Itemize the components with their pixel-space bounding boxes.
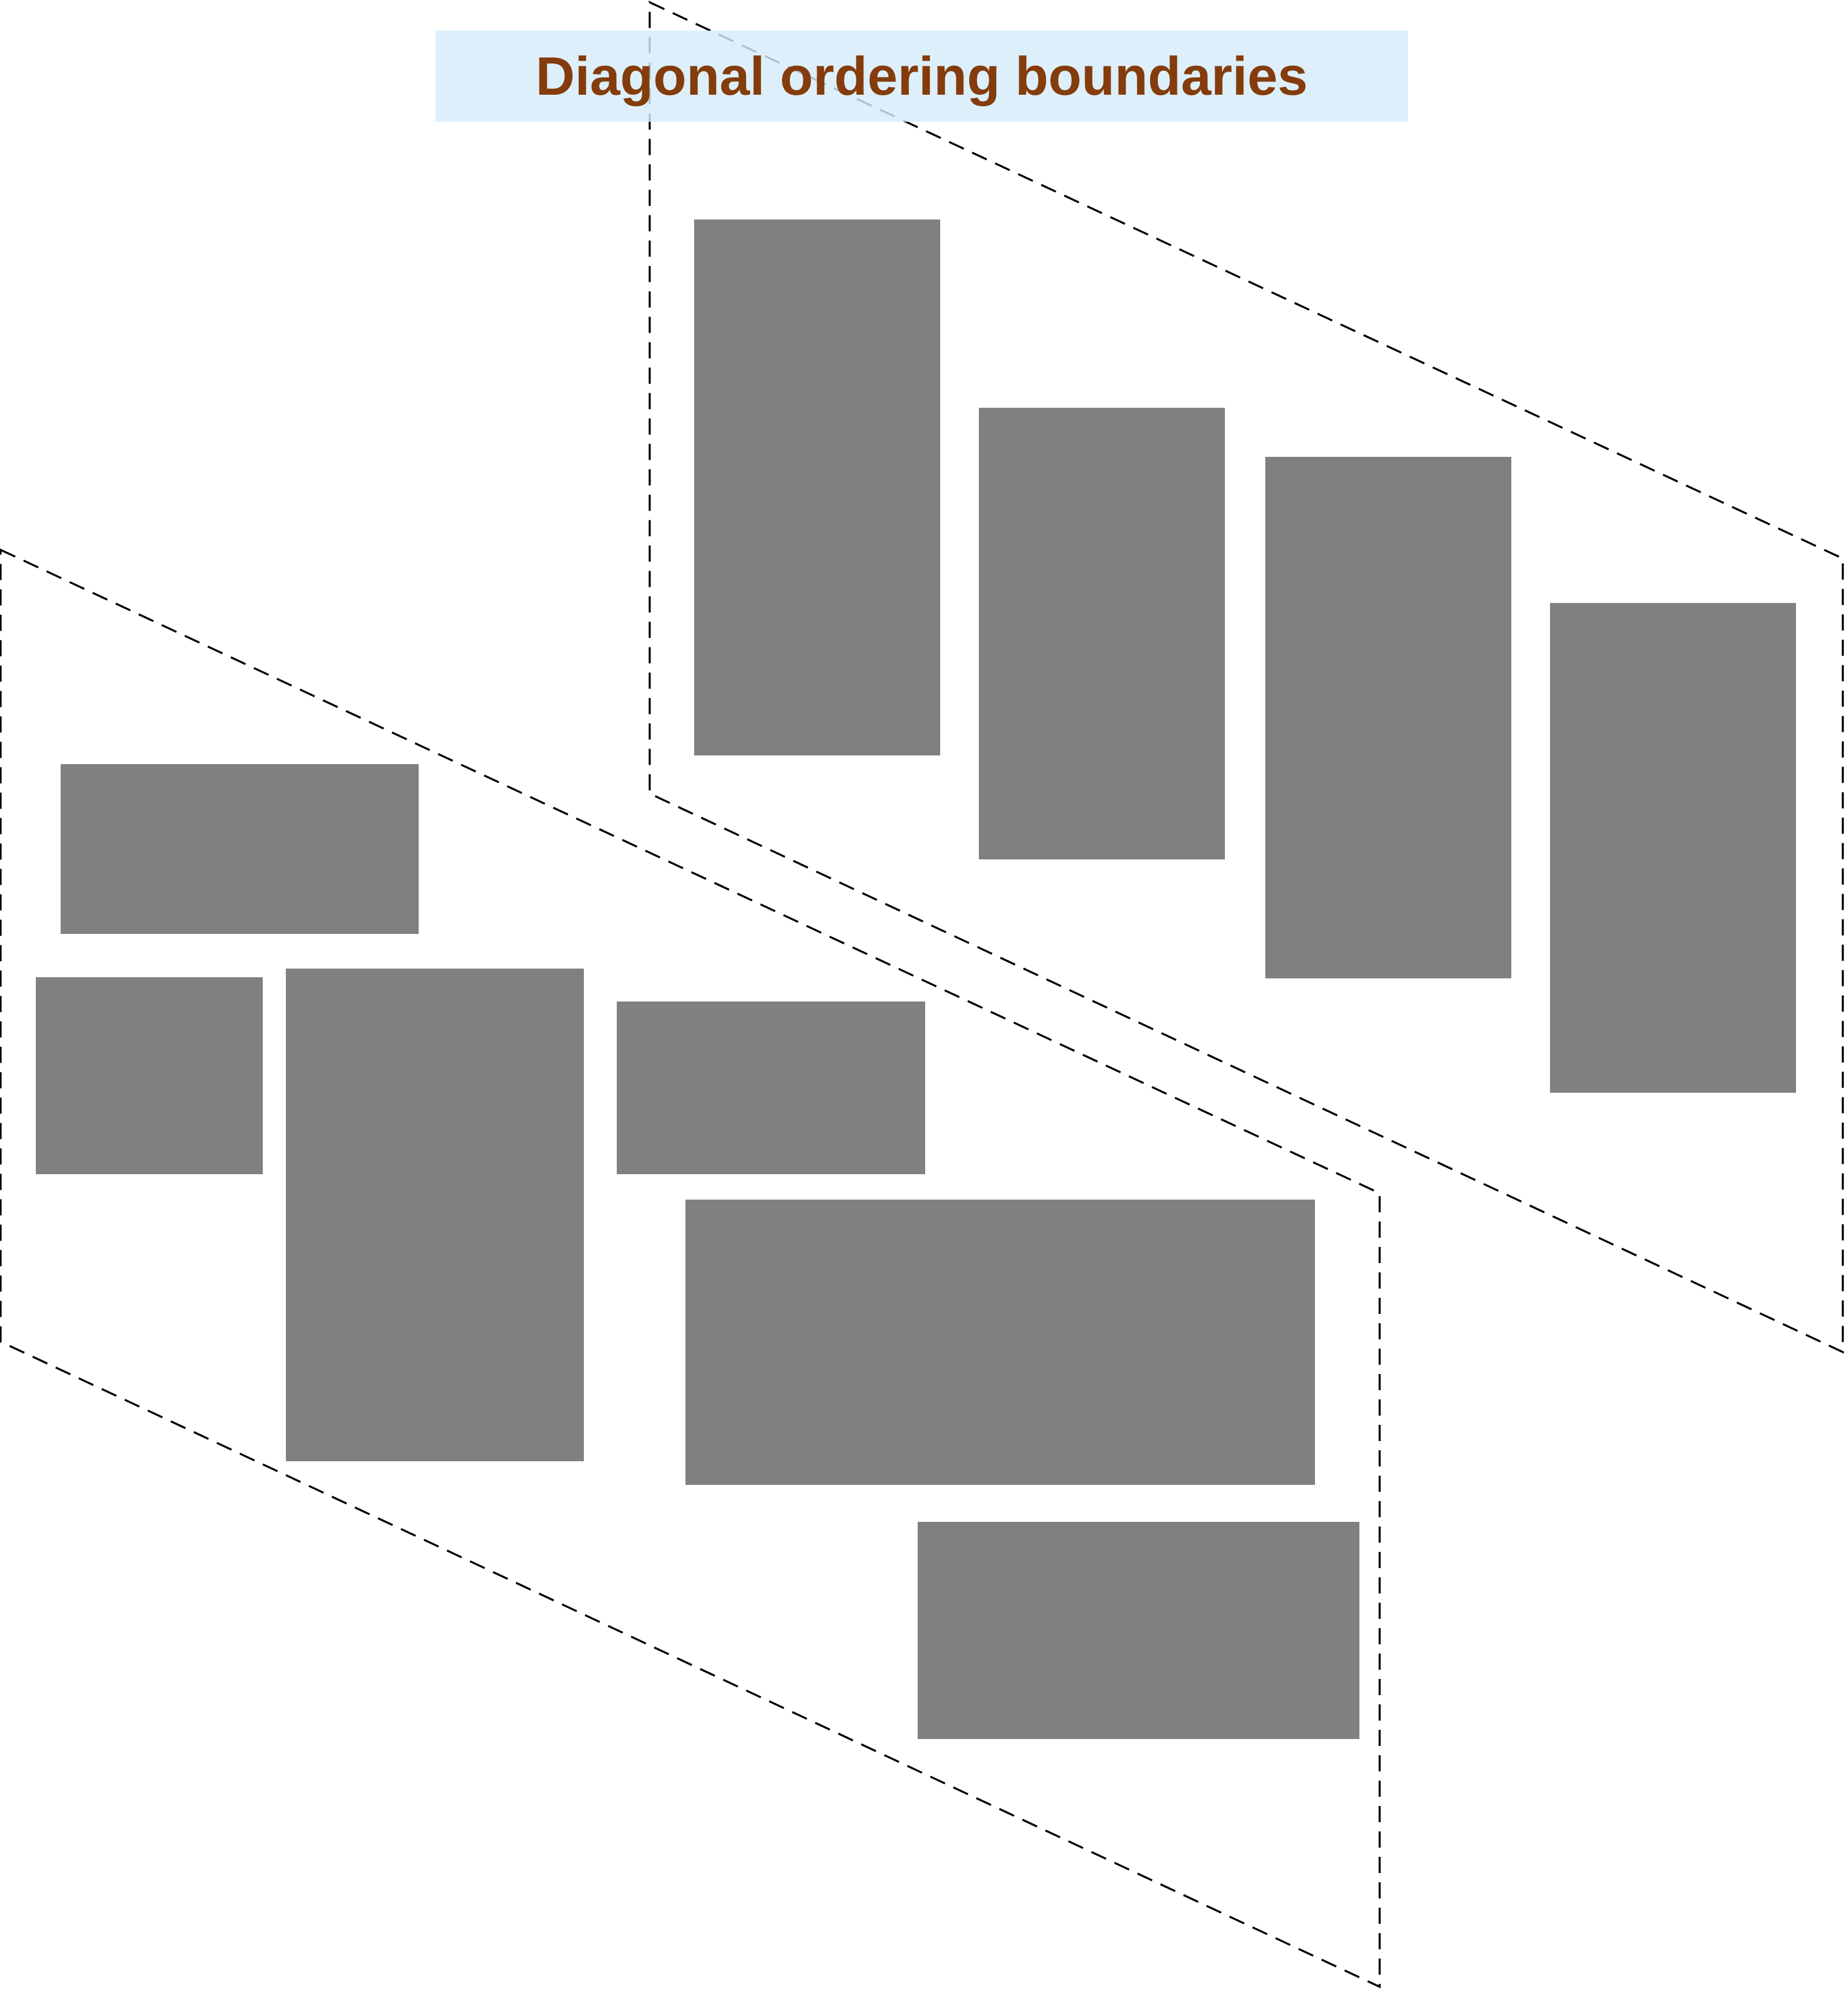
- lower-block-6: [918, 1522, 1359, 1739]
- upper-diagonal-boundary: [649, 1, 1844, 1354]
- upper-block-2: [979, 408, 1225, 859]
- diagram-title: Diagonal ordering boundaries: [535, 46, 1308, 106]
- lower-block-4: [617, 1001, 925, 1174]
- title-banner: Diagonal ordering boundaries: [435, 31, 1408, 122]
- lower-block-1: [61, 764, 419, 934]
- lower-group: [0, 548, 1381, 1989]
- upper-block-1: [694, 219, 940, 755]
- lower-block-3: [286, 969, 584, 1461]
- upper-block-3: [1265, 457, 1511, 978]
- upper-group: [649, 1, 1844, 1354]
- upper-block-4: [1550, 603, 1796, 1093]
- lower-diagonal-boundary: [0, 548, 1381, 1989]
- lower-block-5: [685, 1200, 1315, 1485]
- lower-block-2: [36, 977, 263, 1174]
